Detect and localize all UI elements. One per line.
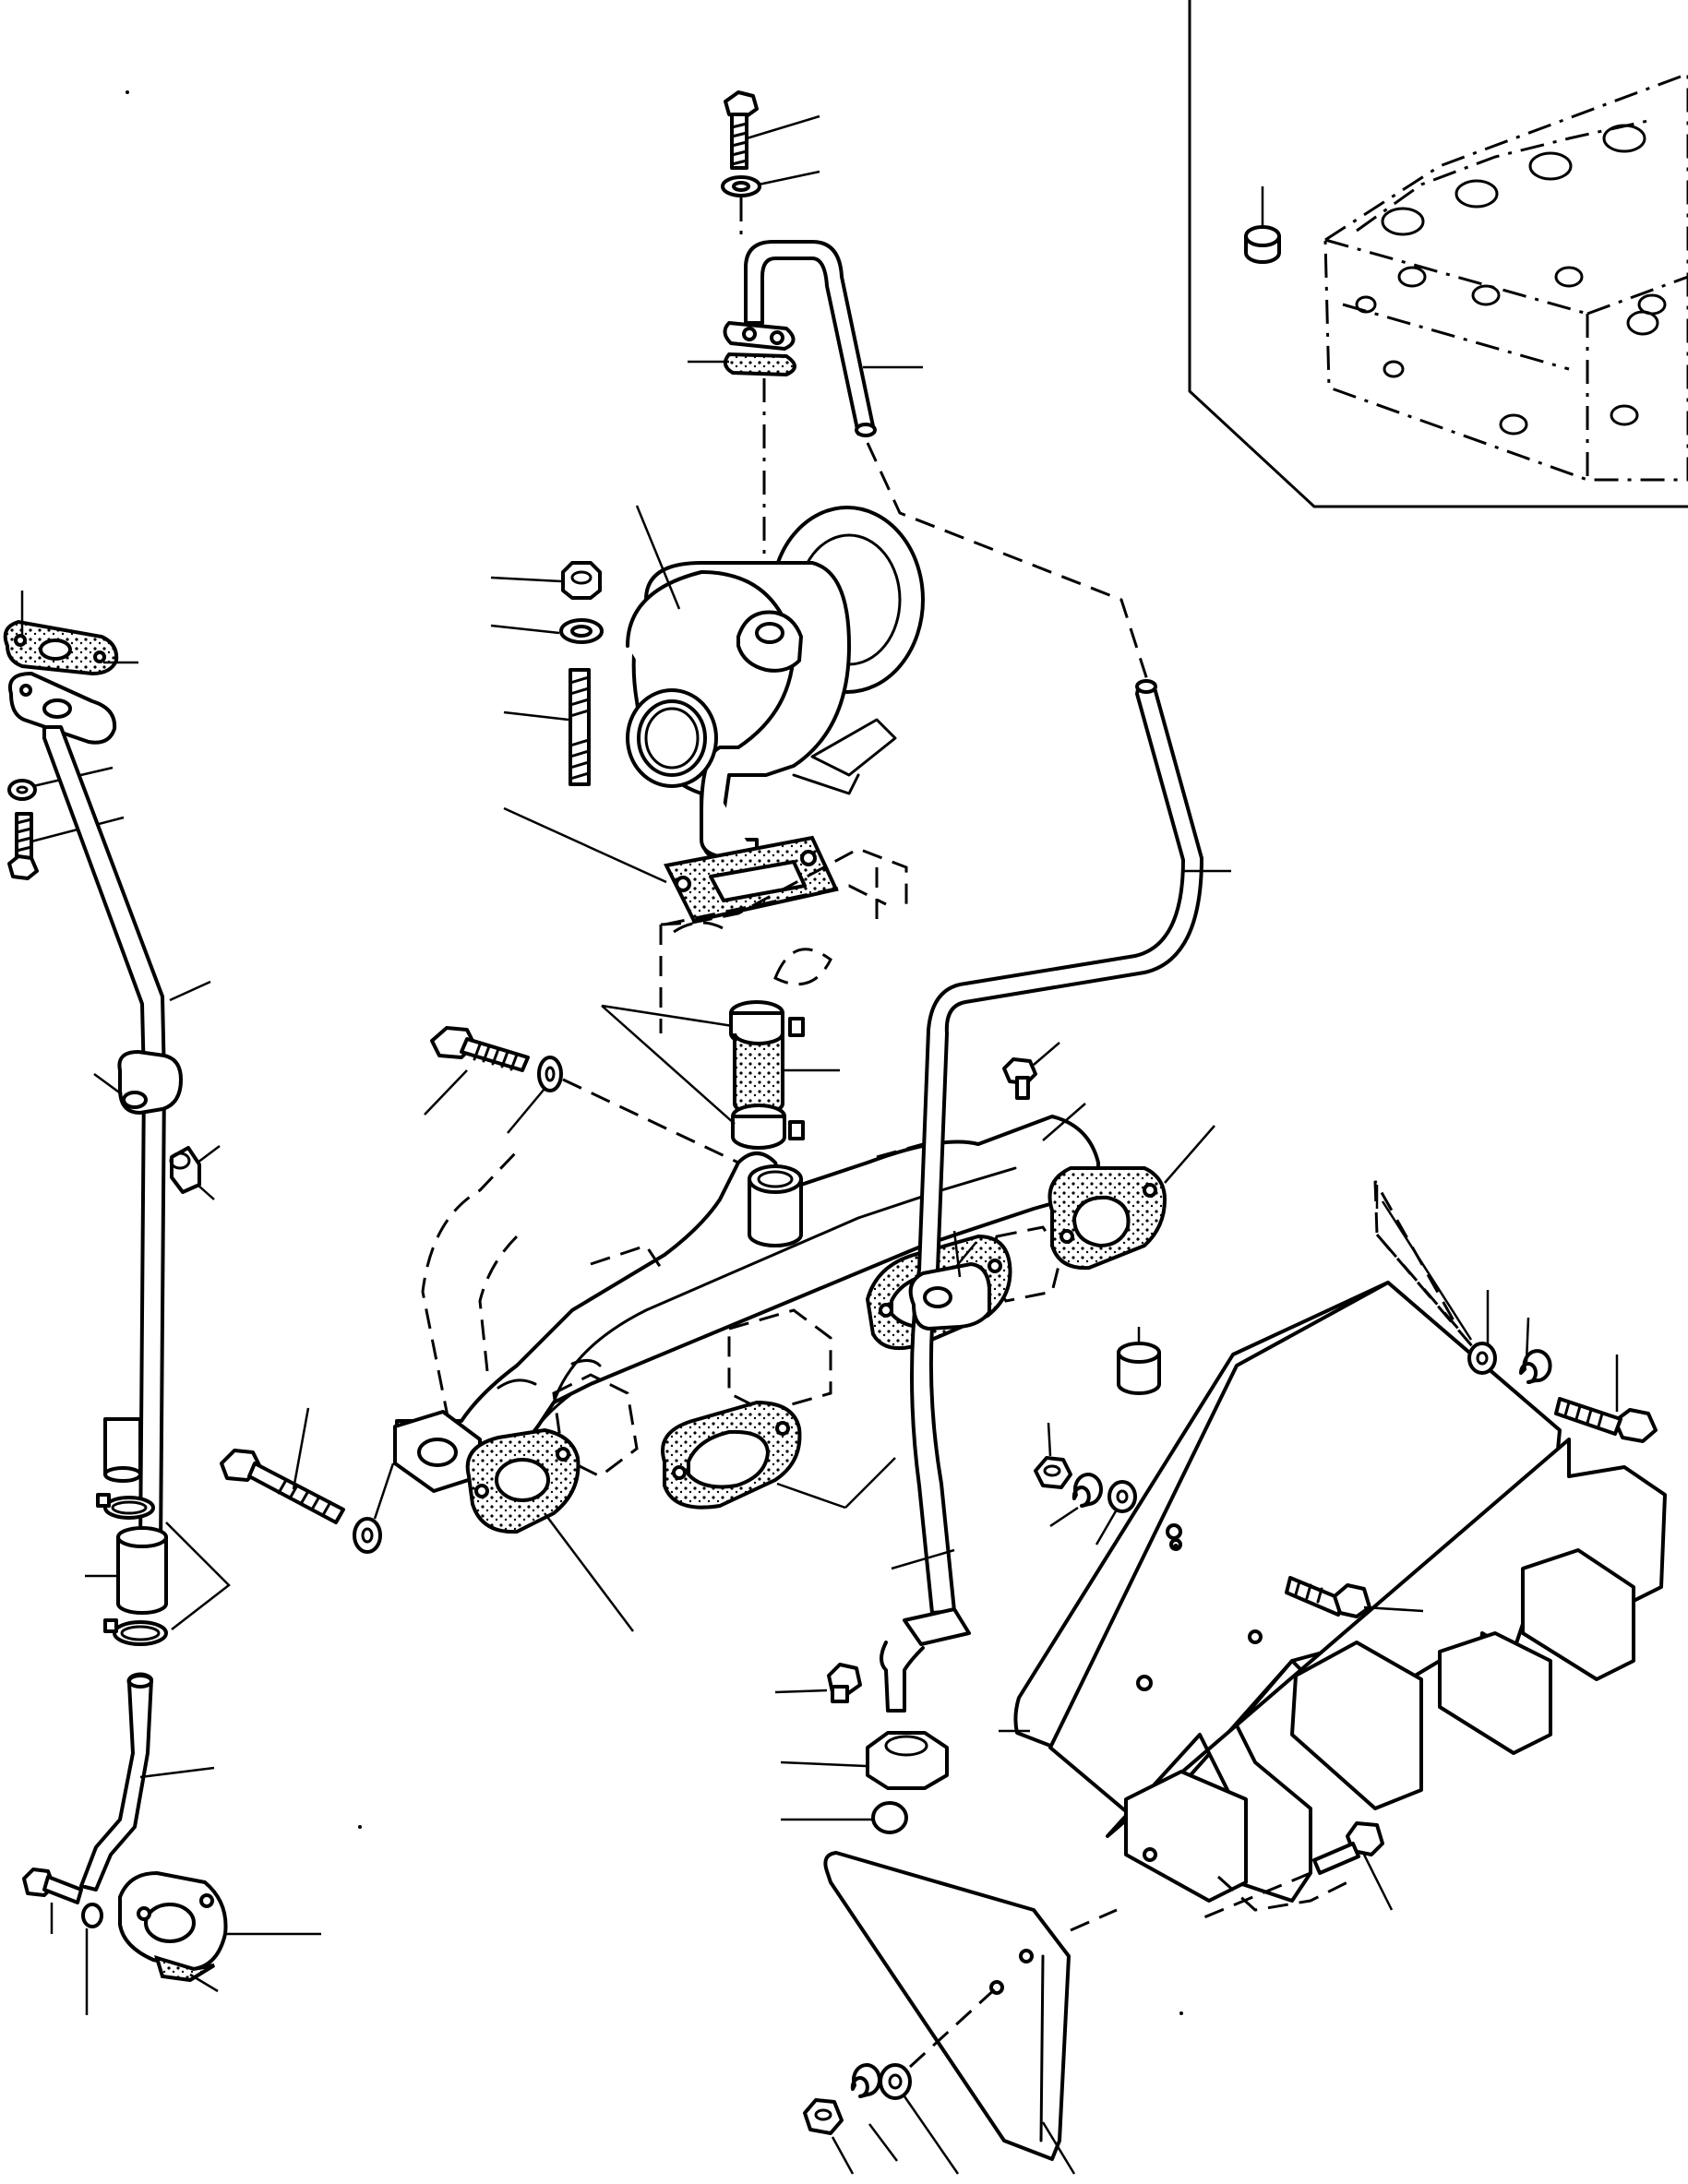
scan-speck xyxy=(358,1825,362,1829)
lower-bolt-axis xyxy=(1199,1871,1311,1921)
inset-frame xyxy=(1188,0,1688,508)
feed-pipe-dashed-run xyxy=(866,442,1150,684)
guard-plate xyxy=(823,1851,1118,2175)
turbo-mount-pad-dashed xyxy=(659,847,908,1033)
top-bolt xyxy=(724,90,820,170)
guard-washer xyxy=(879,2063,960,2175)
turbo-nut xyxy=(490,561,602,600)
oil-feed-sealing-washer xyxy=(781,1801,908,1834)
return-gasket-top xyxy=(3,591,138,676)
heat-shield-upper xyxy=(1013,1180,1562,1829)
turbo-washer xyxy=(490,618,604,644)
return-hose-clamp-lower xyxy=(103,1522,231,1646)
scan-speck xyxy=(126,90,129,94)
oil-feed-adapter xyxy=(780,1731,949,1790)
oil-feed-plug xyxy=(774,1663,862,1703)
shield-hole-marker xyxy=(1173,1544,1179,1549)
shield-washer-middle xyxy=(1095,1480,1137,1546)
manifold-washer-lower xyxy=(353,1462,395,1554)
guard-nut xyxy=(803,2098,855,2175)
manifold-gasket-left xyxy=(661,1400,896,1510)
upper-bolt-axis xyxy=(562,1078,739,1164)
shield-bolt-middle xyxy=(1285,1576,1424,1618)
lower-return-bolt xyxy=(22,1868,83,1934)
shield-nut-middle xyxy=(1034,1422,1072,1489)
connector-hose xyxy=(601,1000,840,1150)
shield-lock-washer-upper xyxy=(1519,1317,1552,1384)
manifold-bolt-lower xyxy=(220,1407,345,1524)
shield-washer-upper xyxy=(1467,1290,1497,1375)
return-pipe-clip xyxy=(93,1050,183,1115)
manifold-washer-upper xyxy=(507,1056,563,1134)
top-washer xyxy=(721,170,820,197)
oil-feed-clip xyxy=(908,1230,991,1331)
return-washer xyxy=(7,766,114,801)
guard-lock-washer xyxy=(850,2063,898,2162)
plug xyxy=(1244,186,1281,264)
shield-bolt-upper xyxy=(1554,1355,1658,1443)
cylinder-head-inset xyxy=(1188,0,1688,508)
manifold-gasket-right xyxy=(1048,1125,1215,1271)
shield-lock-washer-middle xyxy=(1049,1473,1103,1528)
return-hose-clamp-upper xyxy=(96,1493,155,1520)
return-flange-plate xyxy=(8,672,117,745)
oil-feed-pipe-upper xyxy=(744,240,923,437)
guard-bolt-axis xyxy=(908,1986,999,2069)
bracket-spacer xyxy=(1117,1327,1161,1395)
turbocharger xyxy=(626,505,925,860)
return-hose xyxy=(85,1526,168,1615)
heat-shield-lower xyxy=(999,1438,1667,1912)
lower-return-pipe xyxy=(79,1672,215,1892)
shield-bolt-lower xyxy=(1312,1821,1394,1911)
oil-feed-pipe-lower xyxy=(910,679,1231,1615)
manifold-nut xyxy=(1002,1042,1060,1100)
manifold-gasket-end xyxy=(465,1427,634,1632)
scan-speck xyxy=(1179,2011,1183,2015)
turbo-gasket xyxy=(503,806,839,924)
lower-return-washer xyxy=(81,1903,103,2015)
oil-feed-union xyxy=(880,1548,971,1713)
manifold-bolt-upper xyxy=(424,1026,530,1116)
pipe-flange-gasket xyxy=(688,321,796,377)
turbo-stud xyxy=(503,668,591,786)
cylinder-head xyxy=(1323,72,1688,482)
return-spacer xyxy=(169,1145,221,1200)
return-bolt xyxy=(7,812,125,880)
lower-return-flange xyxy=(118,1871,321,1993)
return-hose-ferrule xyxy=(103,1417,142,1483)
